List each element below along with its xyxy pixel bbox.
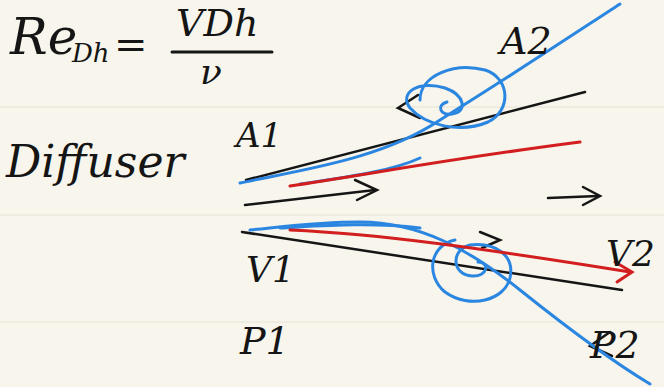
velocity-label: V2 [606,236,655,272]
formula-symbol: Re [10,12,77,62]
formula-denominator: ν [200,54,222,90]
pressure-label: P1 [240,322,290,360]
velocity-label: V1 [246,252,295,288]
part-name: Diffuser [6,140,185,184]
formula-numerator: VDh [176,4,258,42]
formula-subscript: Dh [72,40,110,66]
pressure-label: P2 [590,326,640,364]
area-label: A1 [236,118,282,152]
area-label: A2 [500,22,552,60]
formula-symbol: = [114,24,148,64]
